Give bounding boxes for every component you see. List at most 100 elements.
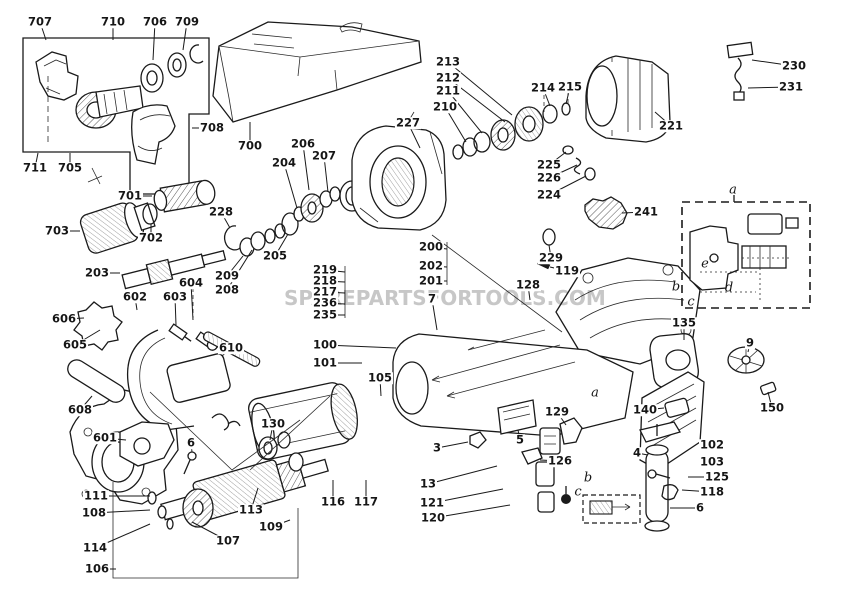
ref-letter-b: b (671, 279, 681, 295)
ref-letter-c: c (574, 484, 582, 500)
part-label-204: 204 (270, 155, 298, 170)
part-label-217: 217 (311, 284, 339, 299)
part-label-706: 706 (141, 14, 169, 29)
part-label-602: 602 (121, 289, 149, 304)
ref-letter-e: e (701, 256, 709, 272)
part-label-113: 113 (237, 502, 265, 517)
part-label-3: 3 (431, 440, 443, 455)
part-label-7: 7 (426, 291, 438, 306)
ref-letter-b: b (583, 470, 593, 486)
part-label-101: 101 (311, 355, 339, 370)
part-label-235: 235 (311, 307, 339, 322)
part-label-203: 203 (83, 265, 111, 280)
part-label-705: 705 (56, 160, 84, 175)
part-label-150: 150 (758, 400, 786, 415)
handle-group (639, 333, 777, 532)
part-label-208: 208 (213, 282, 241, 297)
part-label-120: 120 (419, 510, 447, 525)
part-label-709: 709 (173, 14, 201, 29)
part-label-701: 701 (116, 188, 144, 203)
part-label-229: 229 (537, 250, 565, 265)
ref-letter-d: d (724, 280, 734, 296)
part-label-130: 130 (259, 416, 287, 431)
part-label-109: 109 (257, 519, 285, 534)
part-label-121: 121 (418, 495, 446, 510)
part-label-111: 111 (82, 488, 110, 503)
part-label-603: 603 (161, 289, 189, 304)
part-label-140: 140 (631, 402, 659, 417)
part-label-9: 9 (744, 335, 756, 350)
part-label-4: 4 (631, 445, 643, 460)
part-label-211: 211 (434, 83, 462, 98)
part-label-5: 5 (514, 432, 526, 447)
part-label-201: 201 (417, 273, 445, 288)
part-label-116: 116 (319, 494, 347, 509)
part-label-205: 205 (261, 248, 289, 263)
part-label-13: 13 (418, 476, 438, 491)
part-label-213: 213 (434, 54, 462, 69)
part-label-126: 126 (546, 453, 574, 468)
part-label-200: 200 (417, 239, 445, 254)
part-label-703: 703 (43, 223, 71, 238)
part-label-218: 218 (311, 273, 339, 288)
part-label-207: 207 (310, 148, 338, 163)
inset-brush-detail (582, 494, 641, 524)
part-label-100: 100 (311, 337, 339, 352)
part-label-210: 210 (431, 99, 459, 114)
part-label-228: 228 (207, 204, 235, 219)
chuck-spindle-group (79, 167, 365, 290)
part-label-230: 230 (780, 58, 808, 73)
part-label-119: 119 (553, 263, 581, 278)
part-label-610: 610 (217, 340, 245, 355)
part-label-106: 106 (83, 561, 111, 576)
part-label-608: 608 (66, 402, 94, 417)
part-label-227: 227 (394, 115, 422, 130)
part-label-209: 209 (213, 268, 241, 283)
part-label-6: 6 (185, 435, 197, 450)
inset-clutch-group (22, 37, 210, 195)
part-label-710: 710 (99, 14, 127, 29)
part-label-202: 202 (417, 258, 445, 273)
part-label-117: 117 (352, 494, 380, 509)
part-label-711: 711 (21, 160, 49, 175)
part-label-114: 114 (81, 540, 109, 555)
carrying-case (212, 21, 422, 123)
part-label-129: 129 (543, 404, 571, 419)
main-housing (392, 329, 634, 437)
part-label-135: 135 (670, 315, 698, 330)
ref-letter-a: a (729, 182, 737, 198)
part-label-219: 219 (311, 262, 339, 277)
ref-letter-c: c (687, 294, 695, 310)
part-label-103: 103 (698, 454, 726, 469)
gear-housing (351, 111, 447, 231)
part-label-118: 118 (698, 484, 726, 499)
part-label-214: 214 (529, 80, 557, 95)
inset-electrical-diagram (681, 195, 811, 309)
part-label-601: 601 (91, 430, 119, 445)
part-label-707: 707 (26, 14, 54, 29)
part-label-225: 225 (535, 157, 563, 172)
part-label-708: 708 (198, 120, 226, 135)
part-label-215: 215 (556, 79, 584, 94)
part-label-604: 604 (177, 275, 205, 290)
part-label-212: 212 (434, 70, 462, 85)
part-label-107: 107 (214, 533, 242, 548)
part-label-105: 105 (366, 370, 394, 385)
part-label-125: 125 (703, 469, 731, 484)
part-label-236: 236 (311, 295, 339, 310)
part-label-128: 128 (514, 277, 542, 292)
part-label-231: 231 (777, 79, 805, 94)
part-label-224: 224 (535, 187, 563, 202)
part-label-702: 702 (137, 230, 165, 245)
switch-parts-group (469, 417, 583, 513)
part-label-226: 226 (535, 170, 563, 185)
part-label-221: 221 (657, 118, 685, 133)
part-label-6: 6 (694, 500, 706, 515)
part-label-700: 700 (236, 138, 264, 153)
part-label-606: 606 (50, 311, 78, 326)
part-label-241: 241 (632, 204, 660, 219)
part-label-108: 108 (80, 505, 108, 520)
